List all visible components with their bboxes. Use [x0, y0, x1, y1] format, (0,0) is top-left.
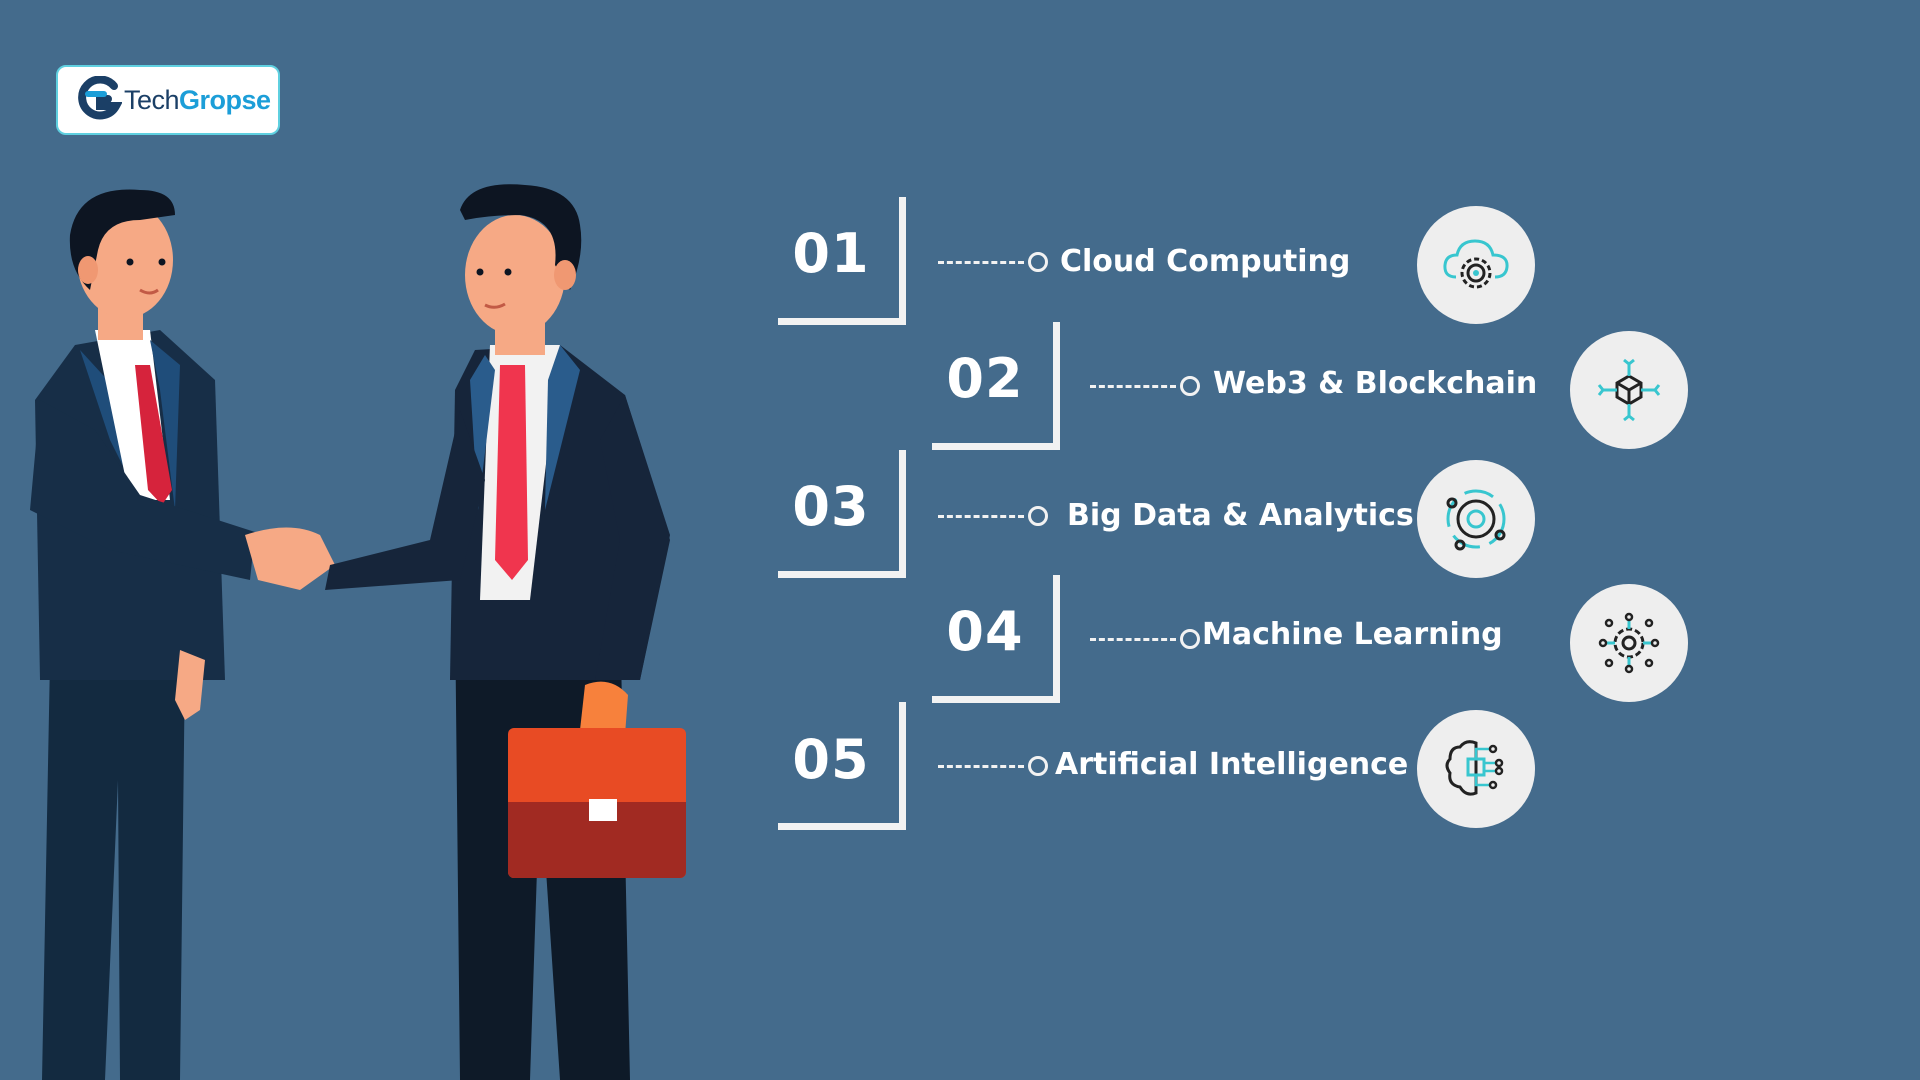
item-icon-circle	[1417, 710, 1535, 828]
dashed-connector	[1090, 376, 1200, 396]
item-icon-circle	[1570, 584, 1688, 702]
cloud-gear-icon	[1443, 239, 1509, 289]
item-label: Artificial Intelligence	[1055, 747, 1409, 782]
big-data-analytics-icon	[1446, 489, 1506, 551]
item-number: 02	[946, 347, 1024, 410]
item-number: 04	[946, 600, 1024, 663]
number-bracket	[932, 322, 1060, 450]
brand-name-part2: Gropse	[179, 84, 271, 115]
number-bracket	[778, 197, 906, 325]
handshake-hands	[245, 527, 335, 590]
item-label: Cloud Computing	[1060, 244, 1351, 279]
techgropse-logo-icon	[78, 76, 122, 120]
item-icon-circle	[1570, 331, 1688, 449]
brand-name: TechGropse	[124, 85, 271, 116]
dashed-connector	[1090, 629, 1200, 649]
ai-brain-chip-icon	[1445, 740, 1504, 796]
left-businessman	[30, 189, 255, 1080]
brand-logo: TechGropse	[56, 65, 280, 135]
number-bracket	[778, 702, 906, 830]
item-number: 01	[792, 222, 870, 285]
machine-learning-gear-icon	[1598, 612, 1660, 674]
brand-name-part1: Tech	[124, 84, 180, 115]
dashed-connector	[938, 252, 1048, 272]
dashed-connector	[938, 506, 1048, 526]
item-label: Machine Learning	[1202, 617, 1503, 652]
number-bracket	[778, 450, 906, 578]
briefcase	[508, 728, 686, 878]
dashed-connector	[938, 756, 1048, 776]
item-icon-circle	[1417, 206, 1535, 324]
item-icon-circle	[1417, 460, 1535, 578]
blockchain-cube-icon	[1597, 358, 1661, 422]
number-bracket	[932, 575, 1060, 703]
right-businessman	[325, 184, 670, 1080]
item-number: 05	[792, 728, 870, 791]
handshake-illustration	[30, 184, 686, 1080]
item-label: Big Data & Analytics	[1067, 498, 1414, 533]
item-number: 03	[792, 475, 870, 538]
item-label: Web3 & Blockchain	[1213, 366, 1538, 401]
